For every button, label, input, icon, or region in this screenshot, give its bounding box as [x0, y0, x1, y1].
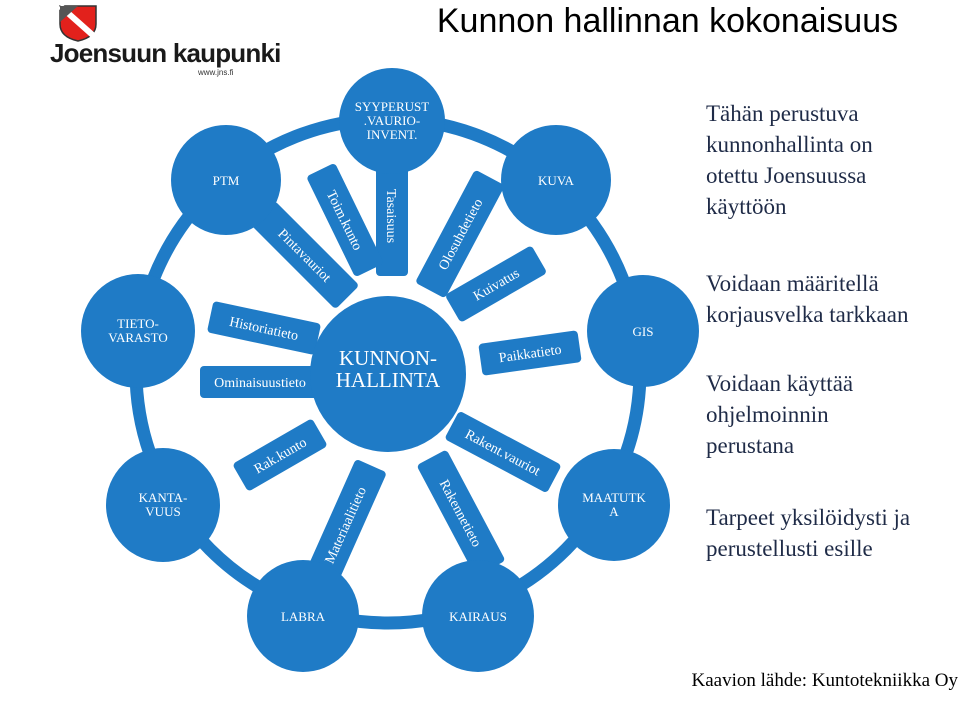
node-kairaus	[422, 560, 534, 672]
spoke-bar-kuivatus	[446, 246, 546, 322]
node-label-labra: LABRA	[281, 609, 326, 624]
spoke-bar-paikkatieto	[478, 330, 582, 376]
node-label-kairaus: KAIRAUS	[449, 609, 507, 624]
bullet-1: Tähän perustuva kunnonhallinta on otettu J…	[706, 98, 873, 222]
node-label-gis: GIS	[633, 324, 654, 339]
bullet-line: perustana	[706, 433, 795, 458]
node-label-ptm: PTM	[213, 173, 240, 188]
center-label: KUNNON-HALLINTA	[336, 346, 441, 392]
logo-name: Joensuun kaupunki	[50, 38, 281, 68]
spoke-historiatieto: Historiatieto	[207, 301, 321, 355]
spoke-bar-ominaisuustieto	[200, 366, 320, 398]
spoke-bar-pintavauriot	[252, 202, 358, 308]
spoke-bar-toim-kunto	[307, 164, 383, 276]
bullet-line: Tarpeet yksilöidysti ja	[706, 505, 911, 530]
node-ptm	[171, 125, 281, 235]
bullet-line: perustellusti esille	[706, 536, 873, 561]
node-tietovarasto	[81, 274, 195, 388]
spoke-tasaisuus: Tasaisuus	[376, 156, 408, 276]
spoke-label-ominaisuustieto: Ominaisuustieto	[214, 376, 306, 391]
node-syyperust	[339, 68, 445, 174]
bullet-line: Tähän perustuva	[706, 101, 859, 126]
spoke-rakennetieto: Rakennetieto	[417, 450, 505, 576]
bullet-line: käyttöön	[706, 194, 787, 219]
page-title: Kunnon hallinnan kokonaisuus	[436, 2, 899, 40]
bullet-2: Voidaan määritellä korjausvelka tarkkaan	[706, 268, 908, 330]
bullet-line: kunnonhallinta on	[706, 132, 873, 157]
spoke-bar-tasaisuus	[376, 156, 408, 276]
spoke-label-tasaisuus: Tasaisuus	[383, 189, 398, 243]
bullet-line: otettu Joensuussa	[706, 163, 867, 188]
spoke-bar-rak-kunto	[233, 419, 327, 491]
bullet-line: Voidaan määritellä	[706, 271, 879, 296]
node-label-tietovarasto: TIETO-VARASTO	[108, 316, 167, 345]
logo-url: www.jns.fi	[198, 68, 234, 77]
spoke-bar-rakennetieto	[417, 450, 505, 576]
node-label-syyperust: SYYPERUST.VAURIO-INVENT.	[355, 99, 429, 142]
spoke-paikkatieto: Paikkatieto	[478, 330, 582, 376]
coat-of-arms-icon	[58, 4, 98, 42]
logo: Joensuun kaupunki www.jns.fi	[48, 4, 281, 82]
node-kuva	[501, 125, 611, 235]
spoke-bar-rakent-vauriot	[445, 412, 561, 492]
node-label-kuva: KUVA	[538, 173, 574, 188]
spoke-bar-materiaalitieto	[304, 459, 386, 591]
center-hub	[310, 296, 466, 452]
node-labra	[247, 560, 359, 672]
bullet-line: korjausvelka tarkkaan	[706, 302, 909, 327]
spoke-bar-olosuhdetieto	[416, 170, 504, 298]
bullet-4: Tarpeet yksilöidysti ja perustellusti esi…	[706, 502, 910, 564]
bullet-3: Voidaan käyttää ohjelmoinnin perustana	[706, 368, 853, 461]
bullet-line: ohjelmoinnin	[706, 402, 829, 427]
spoke-bar-historiatieto	[207, 301, 321, 355]
spoke-rak-kunto: Rak.kunto	[233, 419, 327, 491]
source-note: Kaavion lähde: Kuntotekniikka Oy	[691, 670, 958, 691]
node-label-kantavuus: KANTA-VUUS	[139, 490, 188, 519]
node-maatutka	[558, 449, 670, 561]
bullet-line: Voidaan käyttää	[706, 371, 854, 396]
node-gis	[587, 275, 699, 387]
node-kantavuus	[106, 448, 220, 562]
spoke-ominaisuustieto: Ominaisuustieto	[200, 366, 320, 398]
